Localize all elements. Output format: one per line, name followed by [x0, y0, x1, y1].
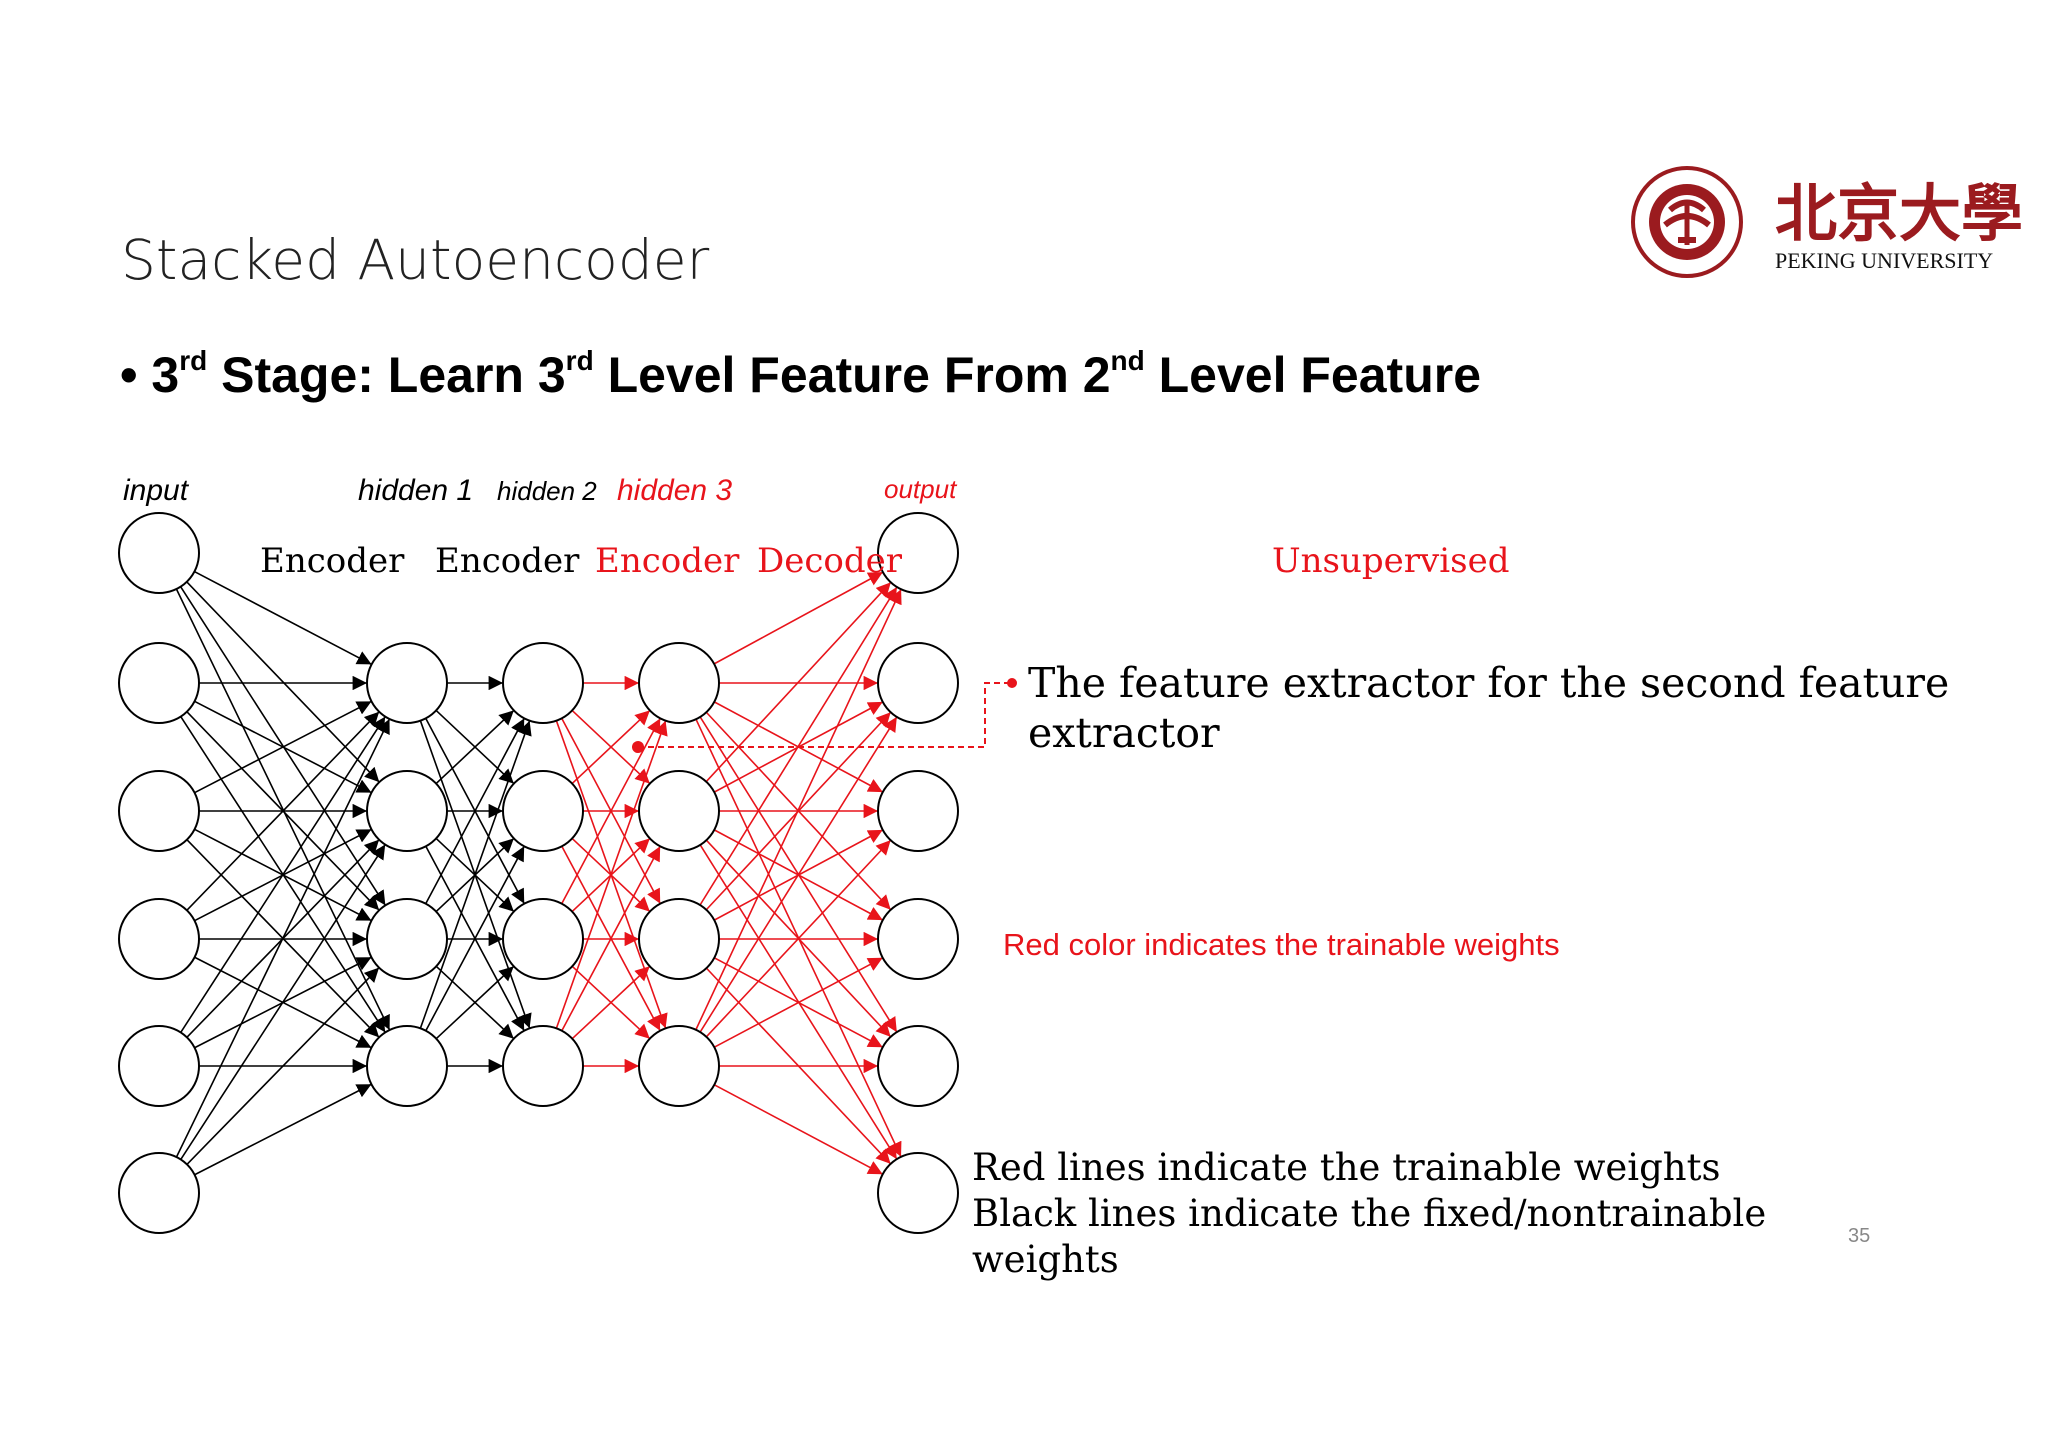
node-layer3-2 [638, 770, 720, 852]
node-layer1-3 [366, 898, 448, 980]
slide-title: Stacked Autoencoder [121, 228, 710, 292]
unsupervised-label: Unsupervised [1272, 541, 1509, 581]
node-layer1-2 [366, 770, 448, 852]
weight-edge [435, 965, 515, 1040]
node-layer3-3 [638, 898, 720, 980]
node-layer2-2 [502, 770, 584, 852]
node-layer4-3 [877, 770, 959, 852]
weight-edge [713, 1084, 884, 1175]
bullet-sup: nd [1110, 345, 1145, 376]
weight-edge [175, 718, 391, 1158]
bullet-part: 3 [151, 347, 180, 403]
bullet-sup: rd [565, 345, 594, 376]
logo-english: PEKING UNIVERSITY [1775, 248, 1993, 273]
layer-label-input: input [123, 474, 190, 507]
page-number: 35 [1848, 1225, 1871, 1247]
weight-edge [699, 716, 898, 1033]
weight-edge [194, 1083, 372, 1176]
weight-edge [561, 717, 661, 905]
node-layer0-1 [118, 512, 200, 594]
bullet-part: Level Feature [1144, 347, 1482, 403]
weight-edge [194, 570, 372, 666]
callout-bullet [1007, 678, 1017, 688]
stage-label-encoder-2: Encoder [435, 541, 580, 581]
logo-chinese: 北京大學 [1775, 177, 2023, 250]
stage-label-decoder: Decoder [757, 541, 903, 581]
node-layer3-1 [638, 642, 720, 724]
peking-university-logo: 北京大學 PEKING UNIVERSITY [1631, 166, 2023, 278]
weight-edge [194, 700, 372, 794]
weight-edge [571, 709, 651, 785]
node-layer0-4 [118, 898, 200, 980]
weight-edge [713, 571, 884, 665]
weight-edge [186, 581, 380, 783]
weight-edge [419, 720, 532, 1029]
weight-edge [713, 957, 884, 1048]
node-layer4-6 [877, 1152, 959, 1234]
stage-label-encoder-1: Encoder [260, 541, 405, 581]
layer-label-hidden2: hidden 2 [497, 476, 597, 506]
node-layer1-4 [366, 1025, 448, 1107]
layer-label-hidden1: hidden 1 [358, 474, 473, 507]
weight-edge [180, 844, 386, 1160]
node-layer0-3 [118, 770, 200, 852]
node-layer2-1 [502, 642, 584, 724]
stage-label-encoder-3: Encoder [595, 541, 740, 581]
network-nodes [118, 512, 959, 1234]
node-layer3-4 [638, 1025, 720, 1107]
layer-label-hidden3: hidden 3 [617, 474, 732, 507]
legend-text: Red lines indicate the trainable weights… [972, 1146, 1778, 1281]
node-layer2-3 [502, 898, 584, 980]
weight-edge [561, 845, 661, 1032]
network-edges [175, 570, 902, 1176]
bullet-part: Level Feature From 2 [593, 347, 1111, 403]
bullet-heading: • 3rd Stage: Learn 3rd Level Feature Fro… [120, 345, 1482, 403]
legend-line-3: weights [972, 1238, 1119, 1281]
legend-line-2: Black lines indicate the fixed/nontraina… [972, 1192, 1766, 1235]
weight-edge [435, 709, 515, 785]
weight-edge [186, 711, 380, 911]
trainable-note: Red color indicates the trainable weight… [1003, 927, 1560, 962]
node-layer4-1 [877, 512, 959, 594]
callout-dot [632, 741, 644, 753]
layer-label-output: output [884, 474, 958, 504]
callout-connector [638, 682, 1012, 748]
node-layer4-2 [877, 642, 959, 724]
weight-edge [555, 720, 668, 1029]
bullet-sup: rd [179, 345, 208, 376]
callout-text: The feature extractor for the second fea… [1028, 659, 1962, 757]
weight-edge [180, 716, 386, 1033]
weight-edge [695, 588, 902, 1031]
weight-edge [705, 581, 892, 783]
weight-edge [705, 839, 892, 1038]
weight-edge [571, 965, 651, 1040]
weight-edge [425, 845, 525, 1032]
node-layer4-4 [877, 898, 959, 980]
node-layer0-6 [118, 1152, 200, 1234]
node-layer1-1 [366, 642, 448, 724]
bullet-part: Stage: Learn 3 [207, 347, 566, 403]
node-layer2-4 [502, 1025, 584, 1107]
weight-edge [186, 967, 380, 1165]
weight-edge [425, 717, 525, 905]
node-layer0-5 [118, 1025, 200, 1107]
weight-edge [179, 586, 387, 906]
legend-line-1: Red lines indicate the trainable weights [972, 1146, 1720, 1189]
node-layer4-5 [877, 1025, 959, 1107]
node-layer0-2 [118, 642, 200, 724]
weight-edge [175, 588, 391, 1031]
